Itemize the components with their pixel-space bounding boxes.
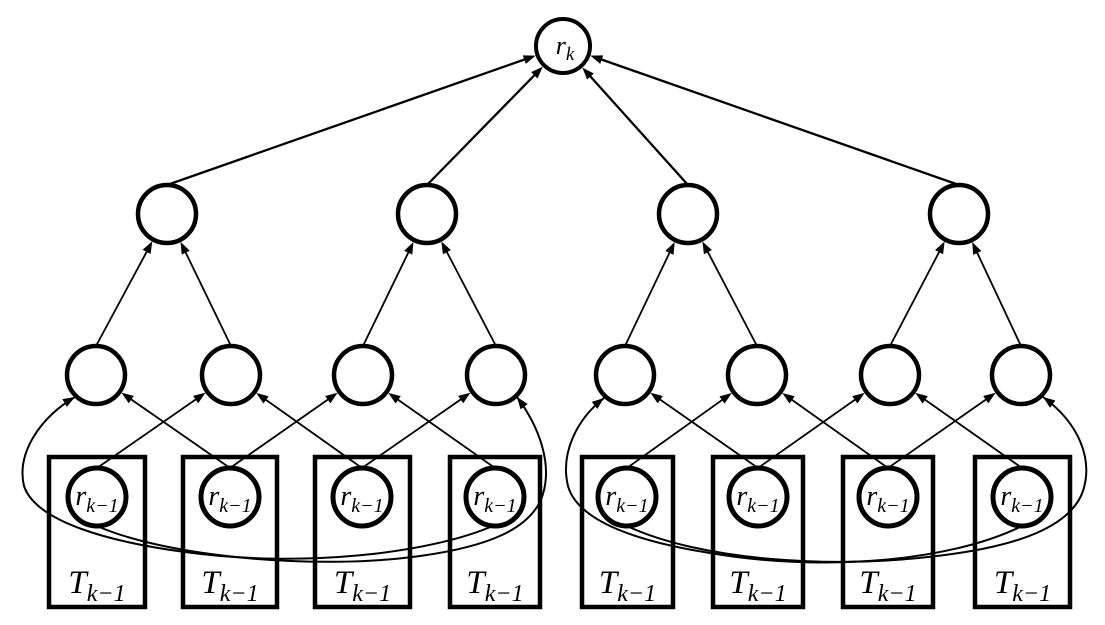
edge-b8-C7 — [918, 394, 1023, 469]
arrowhead-C7-S4 — [935, 241, 945, 255]
subtree-box-label-2: Tk−1 — [201, 565, 258, 607]
subtree-box-label-6: Tk−1 — [729, 565, 786, 607]
level3-node-circle-3 — [331, 343, 395, 407]
arrowhead-b6-C5 — [650, 392, 663, 404]
subtree-node-circle-2 — [198, 465, 262, 529]
curved-edge-b4-C1 — [21, 396, 496, 560]
edge-C1-S1 — [95, 245, 151, 347]
root-node-circle — [534, 17, 592, 75]
arrowhead-b1-C4 — [517, 397, 528, 410]
edge-b3-C4 — [361, 394, 467, 469]
subtree-node-label-6: rk−1 — [736, 481, 779, 517]
subtree-box-label-8: Tk−1 — [994, 565, 1051, 607]
level3-node-circle-6 — [725, 343, 789, 407]
subtree-node-label-8: rk−1 — [1000, 481, 1043, 517]
arrowhead-b2-C3 — [325, 392, 338, 404]
subtree-node-circle-1 — [65, 465, 129, 529]
subtree-node-circle-7 — [856, 465, 920, 529]
arrowhead-S4-R — [590, 55, 604, 64]
subtree-node-circle-4 — [463, 465, 527, 529]
arrowhead-b6-C7 — [852, 392, 865, 404]
subtree-node-circle-5 — [595, 465, 659, 529]
edge-C2-S1 — [181, 246, 232, 347]
arrowhead-C3-S2 — [404, 241, 414, 255]
edge-b1-C2 — [96, 394, 202, 469]
level2-node-circle-4 — [927, 182, 991, 246]
level3-node-circle-1 — [64, 343, 128, 407]
subtree-box-5 — [579, 454, 676, 610]
level3-node-circle-5 — [593, 343, 657, 407]
subtree-node-label-5: rk−1 — [605, 481, 648, 517]
arrowhead-b5-C8 — [1043, 397, 1056, 408]
level3-node-circle-2 — [199, 343, 263, 407]
arrowhead-S3-R — [582, 67, 594, 80]
edge-S2-R — [426, 69, 541, 186]
arrowhead-b7-C6 — [782, 392, 795, 404]
edge-C7-S4 — [889, 245, 944, 347]
arrowhead-b1-C2 — [193, 392, 206, 404]
arrowhead-C8-S4 — [972, 242, 982, 255]
edge-b6-C5 — [653, 394, 759, 469]
edge-C3-S2 — [362, 246, 413, 347]
subtree-box-label-5: Tk−1 — [599, 565, 656, 607]
subtree-box-4 — [447, 454, 543, 610]
subtree-node-circle-6 — [726, 465, 790, 529]
arrowhead-C4-S2 — [441, 241, 451, 255]
arrowhead-b4-C1 — [62, 397, 75, 407]
subtree-box-label-7: Tk−1 — [859, 565, 916, 607]
arrowhead-b8-C7 — [915, 392, 928, 404]
edge-b7-C6 — [785, 395, 889, 469]
subtree-box-label-3: Tk−1 — [334, 565, 391, 607]
subtree-box-label-1: Tk−1 — [68, 565, 125, 607]
edge-b6-C7 — [757, 394, 862, 469]
subtree-node-label-1: rk−1 — [75, 481, 118, 517]
level3-node-circle-4 — [464, 343, 528, 407]
edge-b3-C2 — [259, 395, 363, 469]
arrowhead-b3-C4 — [458, 392, 471, 404]
edge-b4-C3 — [391, 394, 496, 469]
level3-node-circle-7 — [858, 343, 922, 407]
subtree-node-label-2: rk−1 — [208, 481, 251, 517]
edge-b2-C1 — [125, 394, 231, 469]
arrowhead-b5-C6 — [719, 393, 732, 404]
arrowhead-S1-R — [522, 55, 536, 64]
edge-C6-S3 — [703, 245, 758, 347]
subtree-box-label-4: Tk−1 — [466, 565, 523, 607]
edge-b2-C3 — [229, 394, 335, 469]
curved-edge-b1-C4 — [96, 396, 547, 563]
edge-b5-C6 — [626, 395, 729, 469]
edge-S3-R — [584, 70, 689, 186]
arrowhead-b7-C8 — [983, 392, 996, 404]
arrowhead-C5-S3 — [665, 241, 675, 255]
level2-node-circle-1 — [135, 182, 199, 246]
curved-edge-b5-C8 — [626, 396, 1088, 563]
arrowhead-b2-C1 — [121, 392, 134, 404]
subtree-node-circle-8 — [990, 465, 1054, 529]
arrowhead-b8-C5 — [591, 398, 604, 409]
subtree-node-label-4: rk−1 — [473, 481, 516, 517]
edge-C5-S3 — [624, 246, 674, 347]
subtree-node-label-3: rk−1 — [340, 481, 383, 517]
edge-C4-S2 — [442, 245, 497, 347]
arrowhead-b4-C3 — [388, 392, 401, 404]
level2-node-circle-3 — [656, 182, 720, 246]
arrowhead-S2-R — [531, 66, 543, 79]
arrowhead-b3-C2 — [256, 392, 269, 404]
arrowhead-C2-S1 — [180, 241, 190, 255]
edge-S4-R — [594, 56, 960, 187]
subtree-node-label-7: rk−1 — [866, 481, 909, 517]
subtree-node-circle-3 — [330, 465, 394, 529]
root-node-label: rk — [556, 31, 575, 65]
edge-S1-R — [166, 56, 532, 187]
arrowhead-C1-S1 — [142, 241, 153, 255]
edge-b7-C8 — [887, 394, 993, 469]
level2-node-circle-2 — [395, 182, 459, 246]
edge-C8-S4 — [973, 246, 1022, 347]
curved-edge-b8-C5 — [565, 397, 1023, 564]
arrowhead-C6-S3 — [702, 241, 712, 255]
level3-node-circle-8 — [989, 343, 1053, 407]
